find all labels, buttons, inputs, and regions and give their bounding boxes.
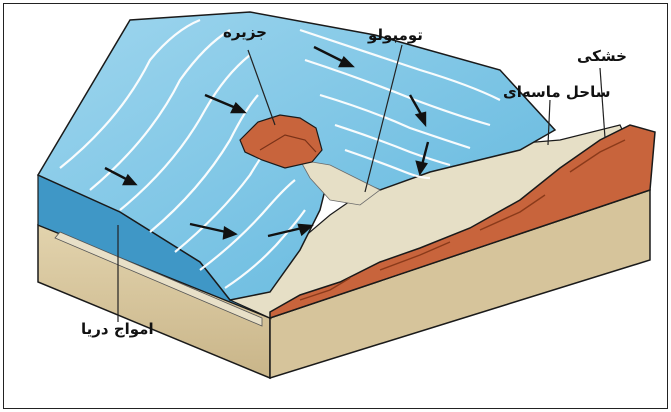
label-tombolo: تومبولو bbox=[368, 28, 423, 43]
label-land: خشکی bbox=[577, 49, 627, 64]
leader-land bbox=[600, 68, 605, 138]
label-island: جزیره bbox=[223, 25, 267, 40]
label-sandy-beach: ساحل ماسه‌ای bbox=[503, 85, 610, 100]
label-sea-waves: امواج دریا bbox=[81, 322, 154, 337]
